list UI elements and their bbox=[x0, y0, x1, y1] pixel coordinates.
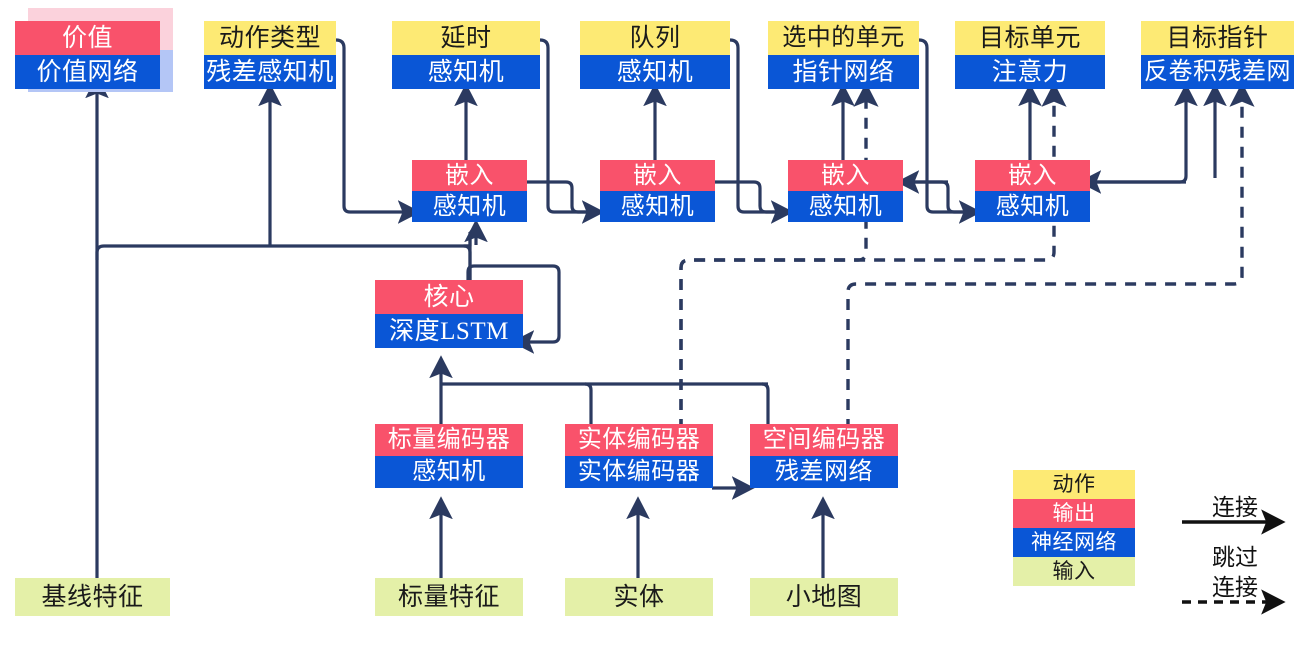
input-minimap[interactable]: 小地图 bbox=[750, 578, 898, 616]
legend-connect-label: 连接 bbox=[1212, 495, 1258, 520]
spatial-encoder-output-label: 空间编码器 bbox=[750, 424, 898, 456]
embed-4[interactable]: 嵌入 感知机 bbox=[975, 160, 1090, 222]
entity-encoder[interactable]: 实体编码器 实体编码器 bbox=[565, 424, 713, 488]
head-queued-output-label: 队列 bbox=[580, 21, 730, 55]
head-target-point[interactable]: 目标指针 反卷积残差网 bbox=[1141, 21, 1294, 89]
embed-4-output-label: 嵌入 bbox=[975, 160, 1090, 191]
wire-core-to-embed-1 bbox=[462, 232, 472, 280]
head-queued-network-label: 感知机 bbox=[580, 55, 730, 89]
legend-swatch-output: 输出 bbox=[1013, 499, 1135, 528]
head-action-type[interactable]: 动作类型 残差感知机 bbox=[204, 21, 336, 89]
input-scalar-features-label: 标量特征 bbox=[375, 578, 523, 616]
head-target-unit[interactable]: 目标单元 注意力 bbox=[955, 21, 1105, 89]
head-target-unit-network-label: 注意力 bbox=[955, 55, 1105, 89]
embed-3-network-label: 感知机 bbox=[788, 191, 903, 222]
wire-actiontype-to-embed1 bbox=[335, 38, 383, 214]
legend: 动作 输出 神经网络 输入 bbox=[1013, 470, 1135, 586]
head-queued[interactable]: 队列 感知机 bbox=[580, 21, 730, 89]
spatial-encoder[interactable]: 空间编码器 残差网络 bbox=[750, 424, 898, 488]
embed-2-output-label: 嵌入 bbox=[600, 160, 715, 191]
skip-entity-to-target-unit bbox=[679, 82, 1067, 430]
wire-embed4-to-targetpoint bbox=[1085, 83, 1198, 184]
wire-embed3-to-embed4 bbox=[903, 180, 982, 224]
wire-core-left-bus bbox=[95, 244, 470, 260]
head-value-network-label: 价值网络 bbox=[15, 55, 160, 89]
head-value[interactable]: 价值 价值网络 bbox=[15, 21, 160, 89]
skip-entity-to-selected-units bbox=[679, 82, 879, 430]
input-scalar-features[interactable]: 标量特征 bbox=[375, 578, 523, 616]
head-action-type-output-label: 动作类型 bbox=[204, 21, 336, 55]
embed-1-network-label: 感知机 bbox=[412, 191, 527, 222]
legend-swatch-input: 输入 bbox=[1013, 557, 1135, 586]
head-target-point-output-label: 目标指针 bbox=[1141, 21, 1294, 55]
embed-1[interactable]: 嵌入 感知机 bbox=[412, 160, 527, 222]
head-value-output-label: 价值 bbox=[15, 21, 160, 55]
head-target-point-network-label: 反卷积残差网 bbox=[1141, 55, 1294, 89]
input-baseline-features[interactable]: 基线特征 bbox=[15, 578, 170, 616]
input-minimap-label: 小地图 bbox=[750, 578, 898, 616]
head-delay[interactable]: 延时 感知机 bbox=[392, 21, 540, 89]
embed-2[interactable]: 嵌入 感知机 bbox=[600, 160, 715, 222]
embed-4-network-label: 感知机 bbox=[975, 191, 1090, 222]
legend-swatch-network: 神经网络 bbox=[1013, 528, 1135, 557]
core[interactable]: 核心 深度LSTM bbox=[375, 280, 523, 348]
wire-core-up-embed1 bbox=[468, 228, 477, 280]
head-delay-network-label: 感知机 bbox=[392, 55, 540, 89]
head-selected-units[interactable]: 选中的单元 指针网络 bbox=[768, 21, 919, 89]
wire-encoder-bus-spatial bbox=[761, 382, 770, 424]
wire-encoder-bus-entity bbox=[584, 382, 593, 424]
wire-embed2-to-embed3 bbox=[715, 180, 794, 224]
embed-1-output-label: 嵌入 bbox=[412, 160, 527, 191]
head-delay-output-label: 延时 bbox=[392, 21, 540, 55]
scalar-encoder-output-label: 标量编码器 bbox=[375, 424, 523, 456]
core-network-label: 深度LSTM bbox=[375, 314, 523, 348]
head-selected-units-network-label: 指针网络 bbox=[768, 55, 919, 89]
skip-spatial-to-target-point bbox=[846, 82, 1255, 430]
input-entities-label: 实体 bbox=[565, 578, 713, 616]
legend-swatch-action: 动作 bbox=[1013, 470, 1135, 499]
head-target-unit-output-label: 目标单元 bbox=[955, 21, 1105, 55]
entity-encoder-output-label: 实体编码器 bbox=[565, 424, 713, 456]
wire-embed1-to-embed2 bbox=[527, 180, 605, 224]
input-baseline-features-label: 基线特征 bbox=[15, 578, 170, 616]
legend-arrow-wires bbox=[1182, 509, 1286, 615]
scalar-encoder[interactable]: 标量编码器 感知机 bbox=[375, 424, 523, 488]
scalar-encoder-network-label: 感知机 bbox=[375, 456, 523, 488]
entity-encoder-network-label: 实体编码器 bbox=[565, 456, 713, 488]
legend-skip-label-line1: 跳过 bbox=[1212, 545, 1258, 570]
embed-3[interactable]: 嵌入 感知机 bbox=[788, 160, 903, 222]
legend-skip-label-line2: 连接 bbox=[1212, 575, 1258, 600]
input-entities[interactable]: 实体 bbox=[565, 578, 713, 616]
head-action-type-network-label: 残差感知机 bbox=[204, 55, 336, 89]
embed-2-network-label: 感知机 bbox=[600, 191, 715, 222]
embed-3-output-label: 嵌入 bbox=[788, 160, 903, 191]
head-selected-units-output-label: 选中的单元 bbox=[768, 21, 919, 55]
spatial-encoder-network-label: 残差网络 bbox=[750, 456, 898, 488]
core-output-label: 核心 bbox=[375, 280, 523, 314]
